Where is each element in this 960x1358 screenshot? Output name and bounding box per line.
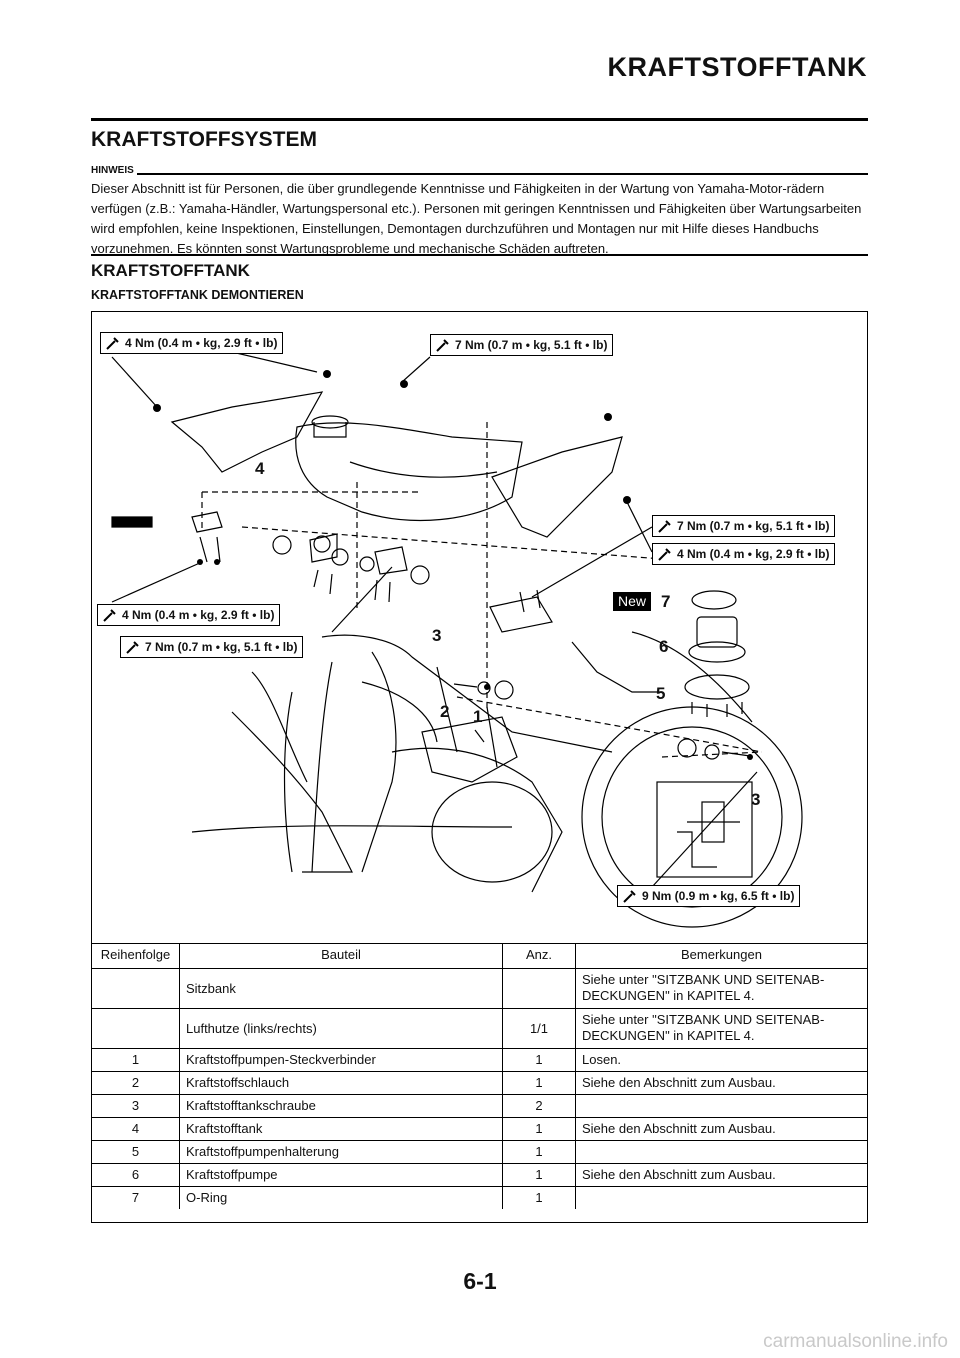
wrench-icon: [106, 337, 119, 350]
table-row: 5 Kraftstoffpumpenhalterung 1: [92, 1140, 867, 1164]
cell-part: Kraftstoffpumpenhalterung: [179, 1140, 503, 1164]
section-title: KRAFTSTOFFSYSTEM: [91, 128, 317, 151]
cell-remark: [575, 1094, 867, 1118]
exploded-view-drawing: [111, 351, 803, 928]
torque-label: 4 Nm (0.4 m • kg, 2.9 ft • lb): [100, 332, 284, 354]
watermark: carmanualsonline.info: [763, 1331, 948, 1352]
wrench-icon: [436, 339, 449, 352]
wrench-icon: [126, 641, 139, 654]
cell-qty: 2: [502, 1094, 576, 1118]
torque-label: 4 Nm (0.4 m • kg, 2.9 ft • lb): [652, 543, 836, 565]
cell-remark: [575, 1186, 867, 1209]
callout-2: 2: [440, 702, 450, 721]
table-row: 3 Kraftstofftankschraube 2: [92, 1094, 867, 1118]
cell-remark: Siehe den Abschnitt zum Ausbau.: [575, 1163, 867, 1187]
note-label: HINWEIS: [91, 165, 137, 176]
torque-label: 4 Nm (0.4 m • kg, 2.9 ft • lb): [97, 604, 281, 626]
torque-value: 9 Nm (0.9 m • kg, 6.5 ft • lb): [642, 889, 795, 903]
cell-qty: 1: [502, 1071, 576, 1095]
cell-remark: [575, 1140, 867, 1164]
table-row: 7 O-Ring 1: [92, 1186, 867, 1209]
cell-remark: Losen.: [575, 1048, 867, 1072]
title-rule: [91, 118, 868, 121]
column-header: Bemerkungen: [575, 943, 867, 969]
torque-label: 7 Nm (0.7 m • kg, 5.1 ft • lb): [120, 636, 304, 658]
callout-4: 4: [255, 459, 265, 478]
callout-6: 6: [659, 637, 669, 656]
note-header: HINWEIS: [91, 165, 868, 179]
cell-order: 1: [92, 1048, 180, 1072]
cell-remark: Siehe unter "SITZBANK UND SEITENAB-DECKU…: [575, 1008, 867, 1049]
cell-qty: 1: [502, 1140, 576, 1164]
column-header: Bauteil: [179, 943, 503, 969]
wrench-icon: [658, 548, 671, 561]
cell-order: 6: [92, 1163, 180, 1187]
exploded-diagram-figure: 4 Nm (0.4 m • kg, 2.9 ft • lb) 7 Nm (0.7…: [91, 311, 868, 1223]
column-header: Anz.: [502, 943, 576, 969]
table-row: Sitzbank Siehe unter "SITZBANK UND SEITE…: [92, 968, 867, 1009]
cell-part: Kraftstofftankschraube: [179, 1094, 503, 1118]
cell-part: Lufthutze (links/rechts): [179, 1008, 503, 1049]
callout-3: 3: [432, 626, 442, 645]
callout-7: 7: [661, 592, 671, 611]
cell-qty: 1: [502, 1186, 576, 1209]
cell-order: 7: [92, 1186, 180, 1209]
torque-label: 9 Nm (0.9 m • kg, 6.5 ft • lb): [617, 885, 801, 907]
new-badge: New: [613, 592, 652, 611]
table-row: 2 Kraftstoffschlauch 1 Siehe den Abschni…: [92, 1071, 867, 1095]
subsection-title: KRAFTSTOFFTANK: [91, 261, 250, 280]
page-number: 6-1: [463, 1268, 497, 1294]
cell-order: 5: [92, 1140, 180, 1164]
wrench-icon: [658, 520, 671, 533]
table-row: Lufthutze (links/rechts) 1/1 Siehe unter…: [92, 1008, 867, 1049]
parts-table: Reihenfolge Bauteil Anz. Bemerkungen Sit…: [92, 943, 867, 1209]
cell-part: Kraftstoffpumpe: [179, 1163, 503, 1187]
table-row: 6 Kraftstoffpumpe 1 Siehe den Abschnitt …: [92, 1163, 867, 1187]
torque-value: 4 Nm (0.4 m • kg, 2.9 ft • lb): [122, 608, 275, 622]
cell-order: 2: [92, 1071, 180, 1095]
column-header: Reihenfolge: [92, 943, 180, 969]
torque-value: 4 Nm (0.4 m • kg, 2.9 ft • lb): [125, 336, 278, 350]
torque-label: 7 Nm (0.7 m • kg, 5.1 ft • lb): [430, 334, 614, 356]
cell-order: [92, 968, 180, 1009]
cell-remark: Siehe den Abschnitt zum Ausbau.: [575, 1117, 867, 1141]
torque-value: 7 Nm (0.7 m • kg, 5.1 ft • lb): [455, 338, 608, 352]
table-row: 1 Kraftstoffpumpen-Steckverbinder 1 Lose…: [92, 1048, 867, 1072]
table-header-row: Reihenfolge Bauteil Anz. Bemerkungen: [92, 943, 867, 969]
torque-value: 4 Nm (0.4 m • kg, 2.9 ft • lb): [677, 547, 830, 561]
cell-part: Kraftstoffpumpen-Steckverbinder: [179, 1048, 503, 1072]
callout-1: 1: [473, 707, 483, 726]
torque-value: 7 Nm (0.7 m • kg, 5.1 ft • lb): [145, 640, 298, 654]
wrench-icon: [103, 609, 116, 622]
cell-part: Sitzbank: [179, 968, 503, 1009]
cell-order: [92, 1008, 180, 1049]
cell-remark: Siehe den Abschnitt zum Ausbau.: [575, 1071, 867, 1095]
torque-label: 7 Nm (0.7 m • kg, 5.1 ft • lb): [652, 515, 836, 537]
cell-qty: [502, 968, 576, 1009]
subsection-rule: [91, 254, 868, 256]
cell-qty: 1/1: [502, 1008, 576, 1049]
cell-qty: 1: [502, 1117, 576, 1141]
torque-value: 7 Nm (0.7 m • kg, 5.1 ft • lb): [677, 519, 830, 533]
page-title: KRAFTSTOFFTANK: [607, 52, 867, 82]
cell-part: O-Ring: [179, 1186, 503, 1209]
callout-5: 5: [656, 684, 666, 703]
table-row: 4 Kraftstofftank 1 Siehe den Abschnitt z…: [92, 1117, 867, 1141]
cell-order: 3: [92, 1094, 180, 1118]
wrench-icon: [623, 890, 636, 903]
cell-qty: 1: [502, 1163, 576, 1187]
cell-part: Kraftstofftank: [179, 1117, 503, 1141]
cell-remark: Siehe unter "SITZBANK UND SEITENAB-DECKU…: [575, 968, 867, 1009]
cell-qty: 1: [502, 1048, 576, 1072]
cell-part: Kraftstoffschlauch: [179, 1071, 503, 1095]
note-text: Dieser Abschnitt ist für Personen, die ü…: [91, 181, 862, 256]
note-rule: [91, 173, 868, 175]
procedure-title: KRAFTSTOFFTANK DEMONTIEREN: [91, 288, 304, 302]
cell-order: 4: [92, 1117, 180, 1141]
callout-3: 3: [751, 790, 761, 809]
